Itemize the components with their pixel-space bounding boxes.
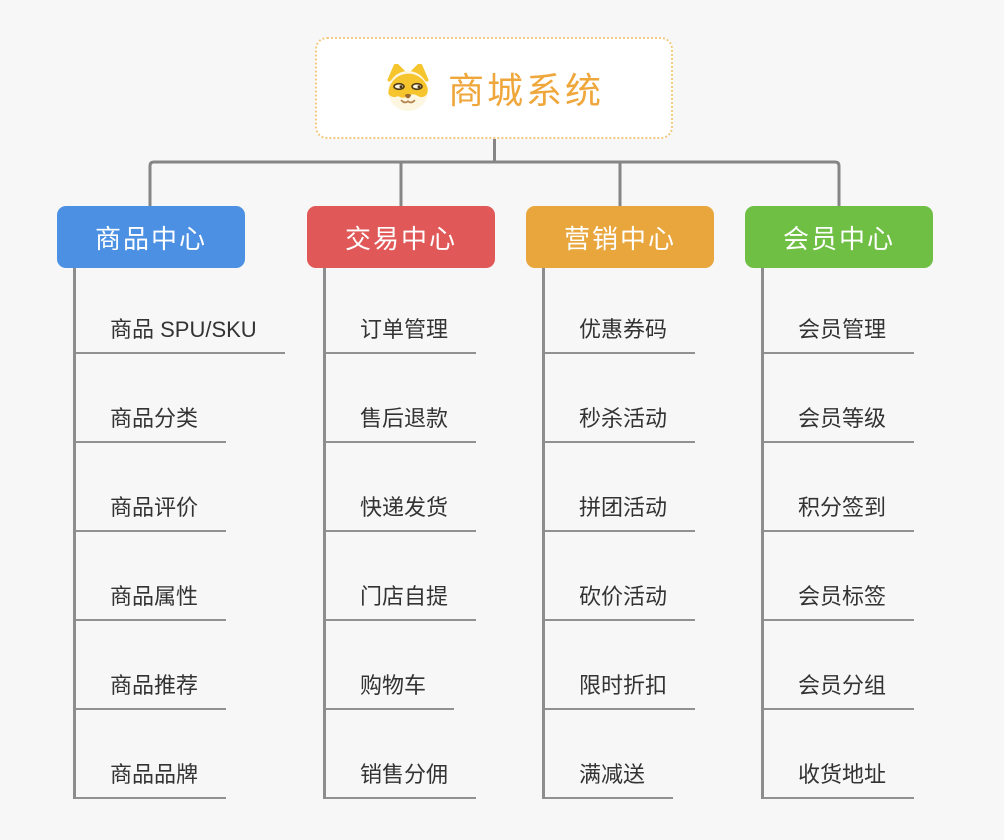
leaf-label: 秒杀活动 <box>579 406 668 431</box>
leaf-label: 满减送 <box>579 762 646 787</box>
branch-label: 交易中心 <box>344 223 457 254</box>
leaf-label: 收货地址 <box>798 762 887 787</box>
leaf-item[interactable]: 商品 SPU/SKU <box>76 268 285 354</box>
leaf-item[interactable]: 订单管理 <box>326 268 477 354</box>
leaf-label: 会员管理 <box>798 317 887 342</box>
branch-rail-line <box>148 160 841 206</box>
root-title: 商城系统 <box>447 70 604 111</box>
leaf-item[interactable]: 快递发货 <box>326 443 477 532</box>
branch-node[interactable]: 营销中心 <box>526 206 714 268</box>
branch-column: 会员中心 会员管理 会员等级 积分签到 会员标签 会员分组 收货地址 <box>745 206 933 799</box>
leaf-label: 商品品牌 <box>110 762 199 787</box>
leaf-label: 商品 SPU/SKU <box>110 317 257 342</box>
branch-node[interactable]: 交易中心 <box>307 206 495 268</box>
leaf-item[interactable]: 秒杀活动 <box>545 354 696 443</box>
branch-label: 会员中心 <box>782 223 895 254</box>
leaf-item[interactable]: 销售分佣 <box>326 710 477 799</box>
leaf-item[interactable]: 购物车 <box>326 621 455 710</box>
branch-node[interactable]: 商品中心 <box>57 206 245 268</box>
leaf-item[interactable]: 优惠券码 <box>545 268 696 354</box>
leaf-label: 商品属性 <box>110 584 199 609</box>
leaf-label: 售后退款 <box>360 406 449 431</box>
leaf-item[interactable]: 商品分类 <box>76 354 227 443</box>
leaf-item[interactable]: 会员分组 <box>764 621 915 710</box>
branch-column: 交易中心 订单管理 售后退款 快递发货 门店自提 购物车 销售分佣 <box>307 206 495 799</box>
branch-label: 商品中心 <box>94 223 207 254</box>
leaf-item[interactable]: 商品评价 <box>76 443 227 532</box>
leaf-label: 砍价活动 <box>579 584 668 609</box>
branch-label: 营销中心 <box>563 223 676 254</box>
leaf-label: 优惠券码 <box>579 317 668 342</box>
leaf-item[interactable]: 商品属性 <box>76 532 227 621</box>
leaf-item[interactable]: 商品推荐 <box>76 621 227 710</box>
branch-column: 营销中心 优惠券码 秒杀活动 拼团活动 砍价活动 限时折扣 满减送 <box>526 206 714 799</box>
leaf-label: 销售分佣 <box>360 762 449 787</box>
leaf-item[interactable]: 会员等级 <box>764 354 915 443</box>
leaf-item[interactable]: 收货地址 <box>764 710 915 799</box>
leaf-item[interactable]: 商品品牌 <box>76 710 227 799</box>
leaf-label: 购物车 <box>360 673 427 698</box>
dog-face-icon <box>384 64 432 112</box>
leaf-label: 门店自提 <box>360 584 449 609</box>
leaf-label: 会员分组 <box>798 673 887 698</box>
leaf-label: 会员等级 <box>798 406 887 431</box>
leaf-label: 商品分类 <box>110 406 199 431</box>
leaf-label: 商品评价 <box>110 495 199 520</box>
leaf-item[interactable]: 会员标签 <box>764 532 915 621</box>
leaf-label: 商品推荐 <box>110 673 199 698</box>
branch-leaf-list: 优惠券码 秒杀活动 拼团活动 砍价活动 限时折扣 满减送 <box>542 268 696 799</box>
leaf-item[interactable]: 积分签到 <box>764 443 915 532</box>
branch-node[interactable]: 会员中心 <box>745 206 933 268</box>
leaf-label: 积分签到 <box>798 495 887 520</box>
branch-leaf-list: 会员管理 会员等级 积分签到 会员标签 会员分组 收货地址 <box>761 268 915 799</box>
root-node[interactable]: 商城系统 <box>315 37 673 139</box>
branch-leaf-list: 商品 SPU/SKU 商品分类 商品评价 商品属性 商品推荐 商品品牌 <box>73 268 285 799</box>
leaf-item[interactable]: 会员管理 <box>764 268 915 354</box>
leaf-label: 拼团活动 <box>579 495 668 520</box>
leaf-item[interactable]: 拼团活动 <box>545 443 696 532</box>
branch-column: 商品中心 商品 SPU/SKU 商品分类 商品评价 商品属性 商品推荐 商品品牌 <box>57 206 285 799</box>
leaf-item[interactable]: 满减送 <box>545 710 674 799</box>
leaf-label: 限时折扣 <box>579 673 668 698</box>
leaf-label: 会员标签 <box>798 584 887 609</box>
leaf-item[interactable]: 砍价活动 <box>545 532 696 621</box>
leaf-item[interactable]: 限时折扣 <box>545 621 696 710</box>
leaf-item[interactable]: 门店自提 <box>326 532 477 621</box>
leaf-label: 快递发货 <box>360 495 449 520</box>
branch-leaf-list: 订单管理 售后退款 快递发货 门店自提 购物车 销售分佣 <box>323 268 477 799</box>
leaf-label: 订单管理 <box>360 317 449 342</box>
leaf-item[interactable]: 售后退款 <box>326 354 477 443</box>
